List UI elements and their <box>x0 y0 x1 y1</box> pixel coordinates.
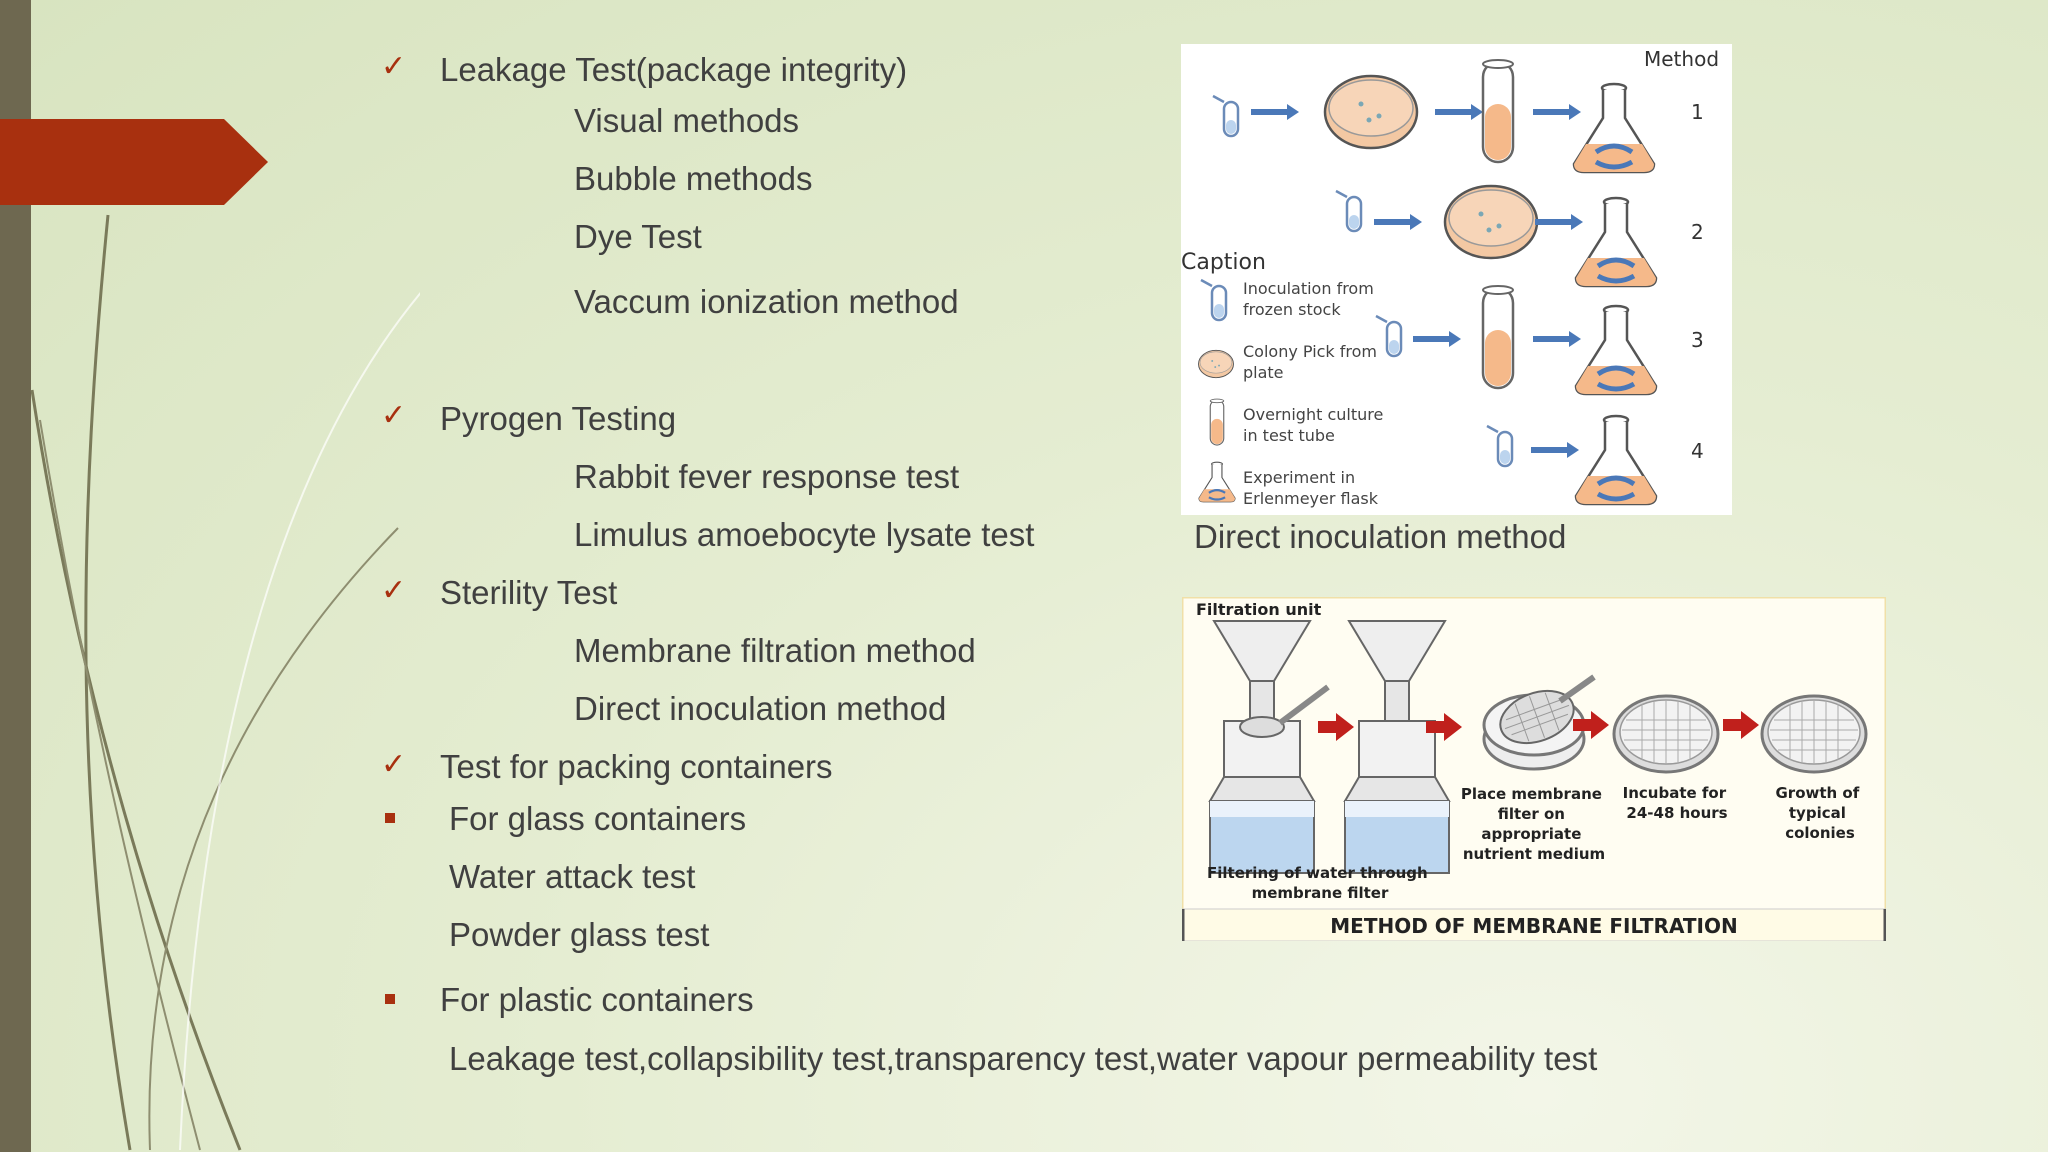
decorative-curves <box>30 214 420 1151</box>
plastic-item: Leakage test,collapsibility test,transpa… <box>449 1040 1598 1077</box>
label-growth: colonies <box>1785 824 1855 842</box>
check-icon: ✓ <box>381 399 407 432</box>
check-icon: ✓ <box>381 50 407 83</box>
figure-caption: Direct inoculation method <box>1194 518 1567 555</box>
leakage-heading: Leakage Test(package integrity) <box>440 51 908 88</box>
legend-text: frozen stock <box>1243 300 1341 319</box>
label-place: appropriate <box>1481 825 1581 843</box>
label-growth: typical <box>1789 804 1846 822</box>
method-number: 4 <box>1691 439 1704 463</box>
pyrogen-item: Limulus amoebocyte lysate test <box>574 516 1035 553</box>
label-incubate: 24-48 hours <box>1626 804 1727 822</box>
leakage-item: Dye Test <box>574 218 702 255</box>
pyrogen-item: Rabbit fever response test <box>574 458 960 495</box>
method-number: 2 <box>1691 220 1704 244</box>
svg-text:Growth of typical: Growth of typical colonies <box>1775 784 1864 842</box>
pyrogen-heading: Pyrogen Testing <box>440 400 677 437</box>
label-place: filter on <box>1498 805 1565 823</box>
legend-text: Erlenmeyer flask <box>1243 489 1379 508</box>
check-icon: ✓ <box>381 574 407 607</box>
leakage-item: Bubble methods <box>574 160 813 197</box>
leakage-item: Vaccum ionization method <box>574 283 959 320</box>
label-growth: Growth of <box>1775 784 1859 802</box>
square-bullet-icon <box>385 813 395 823</box>
label-filtering: Filtering of water through <box>1207 864 1428 882</box>
leakage-item: Visual methods <box>574 102 800 139</box>
accent-arrow-tab <box>0 119 268 205</box>
legend-text: Experiment in <box>1243 468 1355 487</box>
method-header: Method <box>1644 47 1719 71</box>
method-number: 1 <box>1691 100 1704 124</box>
legend-text: plate <box>1243 363 1284 382</box>
method-number: 3 <box>1691 328 1704 352</box>
legend-text: Overnight culture <box>1243 405 1383 424</box>
glass-item: Water attack test <box>449 858 696 895</box>
figure-membrane-filtration: Filtration unit Filtering of water throu… <box>1182 597 1886 941</box>
sterility-item: Direct inoculation method <box>574 690 947 727</box>
label-place: Place membrane <box>1461 785 1602 803</box>
square-bullet-icon <box>385 994 395 1004</box>
svg-text:Filtering of water through: Filtering of water through membrane filt… <box>1207 864 1433 902</box>
svg-text:Place membrane filter on: Place membrane filter on appropriate nut… <box>1461 785 1607 863</box>
label-incubate: Incubate for <box>1623 784 1727 802</box>
label-filtering: membrane filter <box>1252 884 1389 902</box>
check-icon: ✓ <box>381 748 407 781</box>
legend-text: Colony Pick from <box>1243 342 1377 361</box>
glass-item: Powder glass test <box>449 916 710 953</box>
sterility-item: Membrane filtration method <box>574 632 976 669</box>
glass-heading: For glass containers <box>449 800 747 837</box>
plastic-heading: For plastic containers <box>440 981 754 1018</box>
filtration-title: METHOD OF MEMBRANE FILTRATION <box>1330 914 1737 938</box>
svg-text:Incubate for 24-48 hours: Incubate for 24-48 hours <box>1623 784 1732 822</box>
legend-caption-title: Caption <box>1181 250 1266 275</box>
label-filtration-unit: Filtration unit <box>1196 600 1322 619</box>
label-place: nutrient medium <box>1463 845 1605 863</box>
legend-text: Inoculation from <box>1243 279 1374 298</box>
figure-direct-inoculation: Method 1 2 3 4 Caption Inoculation from <box>1181 44 1732 515</box>
packing-heading: Test for packing containers <box>440 748 833 785</box>
sterility-heading: Sterility Test <box>440 574 618 611</box>
legend-text: in test tube <box>1243 426 1335 445</box>
